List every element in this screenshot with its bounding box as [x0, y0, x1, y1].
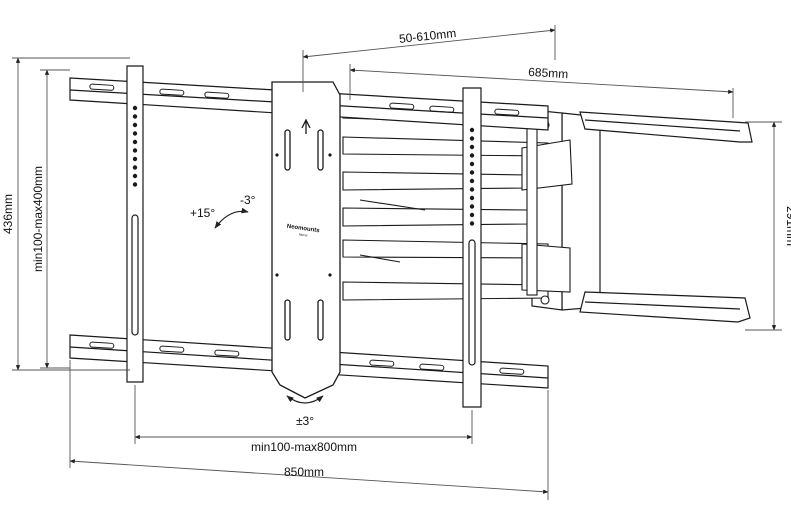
vesa-hole [132, 182, 138, 187]
vesa-hole [469, 212, 475, 218]
vesa-hole [469, 153, 475, 158]
vesa-hole [469, 144, 475, 150]
vesa-hole [132, 173, 138, 179]
vesa-hole [469, 187, 475, 192]
brand-logo: Neomounts [286, 224, 320, 235]
dim-vesa-horizontal: min100-max800mm [251, 440, 357, 454]
vesa-hole [469, 178, 475, 184]
dim-height-total: 436mm [1, 194, 15, 234]
dim-vesa-vertical: min100-max400mm [31, 166, 45, 272]
dimension-lines [12, 25, 782, 500]
rotation-label: ±3° [296, 414, 314, 428]
dim-height-plate: 291mm [784, 206, 791, 246]
vesa-hole [469, 161, 475, 167]
vesa-strip-holes [132, 105, 475, 226]
vesa-hole [132, 131, 138, 136]
vesa-hole [469, 221, 475, 226]
dim-width-total: 850mm [284, 465, 324, 479]
vesa-strip-right [462, 87, 482, 408]
vesa-hole [469, 127, 475, 133]
vesa-hole [469, 170, 475, 175]
rail-slots [89, 83, 525, 375]
vesa-strip-left [126, 65, 144, 383]
dim-arm-depth: 685mm [528, 65, 569, 81]
vesa-hole [132, 114, 138, 119]
vesa-hole [132, 105, 138, 111]
center-plate [271, 81, 341, 399]
tilt-down-label: -3° [240, 193, 256, 207]
tilt-up-label: +15° [190, 206, 215, 220]
vesa-hole [132, 139, 138, 145]
vesa-hole [132, 148, 138, 153]
dim-reach-range: 50-610mm [398, 26, 457, 46]
vesa-hole [132, 165, 138, 170]
vesa-hole [469, 204, 475, 209]
tilt-arrow [214, 207, 249, 229]
vesa-hole [469, 136, 475, 141]
vesa-hole [469, 195, 475, 201]
rotation-arrow [286, 395, 324, 404]
brand-logo-subtext: NM-W [299, 232, 308, 237]
vesa-hole [132, 122, 138, 128]
vesa-hole [132, 156, 138, 162]
